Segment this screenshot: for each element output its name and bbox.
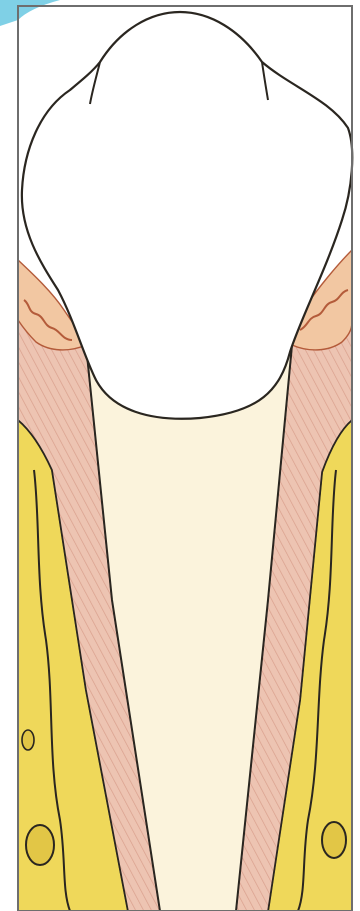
- bone-marrow-space-left-small: [22, 730, 34, 750]
- bone-marrow-space-left: [26, 825, 54, 865]
- bone-marrow-space-right: [322, 822, 346, 858]
